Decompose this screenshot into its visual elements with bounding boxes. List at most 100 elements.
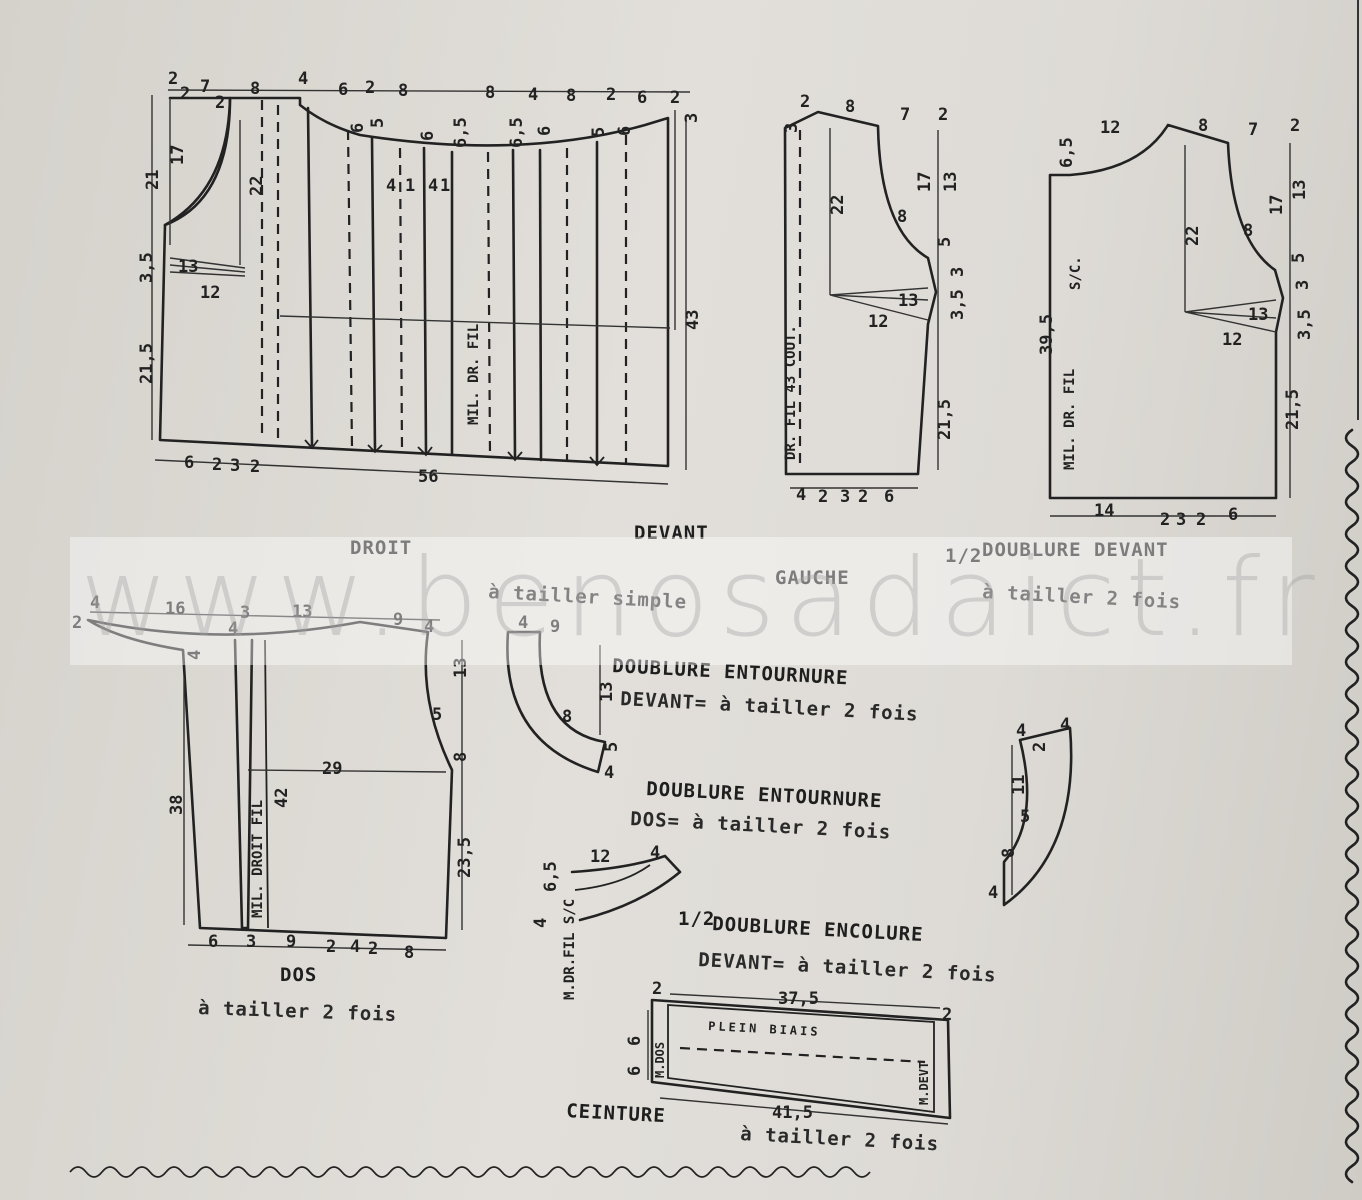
dos-top-dim-3: 16 [165,599,185,619]
cein-dim-4: 6 [625,1036,645,1046]
enc-dim-4: 4 [531,918,551,928]
dd-mid-dim-5: 6,5 [451,117,471,148]
dos-side-dim-4: 8 [451,752,471,762]
dd-top-dim-13: 2 [670,88,680,108]
dg-side-dim-8: 12 [868,312,888,332]
watermark-band [70,537,1292,665]
dd-mid-dim-3: 5 [368,118,388,128]
dd-left-dim-4: 22 [247,176,267,196]
ent-dev-dim-4: 8 [562,707,572,727]
dos-bottom-dim-3: 9 [286,932,296,952]
db-bottom-dim-2: 2 [1160,510,1170,530]
ent-dos-dim-5: 5 [1020,807,1030,827]
ent-dev-dim-1: 4 [518,613,528,633]
doublure-devant-title: DOUBLURE DEVANT [982,539,1169,561]
db-side-dim-9: 3,5 [1295,309,1315,340]
enc-dim-1: 12 [590,847,610,867]
ent-dev-line2: DEVANT= à tailler 2 fois [620,688,919,726]
ent-dos-line1: DOUBLURE ENTOURNURE [646,778,883,812]
ceinture-cut-note: à tailler 2 fois [740,1123,940,1155]
dd-mid-dim-10: 4 [386,176,396,196]
ent-dos-line2: DOS= à tailler 2 fois [630,808,892,844]
db-side-dim-5: 5 [1289,253,1309,263]
db-grain-label: MIL. DR. FIL [1062,369,1078,470]
db-side-dim-2: 8 [1243,221,1253,241]
cein-dim-6: 41,5 [772,1103,813,1123]
dos-top-dim-4: 4 [228,619,238,639]
db-top-dim-4: 2 [1290,116,1300,136]
dd-top-dim-12: 6 [637,88,647,108]
dos-top-dim-5: 3 [240,603,250,623]
dd-left-dim-7: 12 [200,283,220,303]
dd-mid-dim-7: 6 [535,126,555,136]
enc-dim-2: 4 [650,843,660,863]
dd-grain-label: MIL. DR. FIL [466,324,482,425]
dos-side-dim-6: 38 [167,795,187,815]
ent-dos-dim-1: 4 [1016,721,1026,741]
dg-side-dim-5: 5 [935,237,955,247]
dd-top-dim-5: 6 [338,80,348,100]
dos-cut-note: à tailler 2 fois [198,997,398,1026]
ent-dev-dim-2: 9 [550,617,560,637]
dg-top-dim-5: 3 [782,123,802,133]
dg-side-dim-3: 17 [915,172,935,192]
dd-right-dim-1: 3 [682,113,702,123]
cein-dim-3: 2 [942,1005,952,1025]
devant-droit-piece: 2 7 8 4 6 2 8 8 4 8 2 6 2 2 21 17 22 3,5… [137,69,703,487]
ceinture-mdevt-label: M.DEVT [917,1062,931,1105]
dos-top-dim-1: 2 [72,613,82,633]
doublure-devant-piece: 12 8 7 2 6,5 22 8 17 13 5 3 12 13 3,5 39… [1037,116,1315,530]
watermark-text: www.benosadaict.fr [80,536,1325,661]
cein-dim-1: 2 [652,979,662,999]
dd-top-dim-4: 4 [298,69,308,89]
dd-mid-dim-13: 1 [440,176,450,196]
ent-dev-dim-5: 5 [602,742,622,752]
db-side-dim-8: 13 [1248,305,1268,325]
dos-bottom-dim-7: 8 [404,943,414,963]
encolure-piece: 12 4 6,5 4 M.DR.FIL S/C 1/2 DOUBLURE ENC… [531,843,997,1000]
ent-dev-dim-3: 13 [597,682,617,702]
db-side-dim-7: 12 [1222,330,1242,350]
dos-bottom-dim-5: 4 [350,937,360,957]
dos-side-dim-5: 29 [322,759,342,779]
dd-mid-dim-11: 4 [428,176,438,196]
entournure-dos-piece: 4 4 2 11 5 8 4 DOUBLURE ENTOURNURE DOS= … [630,715,1073,907]
enc-grain-label: M.DR.FIL S/C [562,899,578,1000]
dd-left-dim-8: 21,5 [137,343,157,384]
db-side-dim-6: 3 [1293,280,1313,290]
db-sc-label: S/C. [1068,256,1084,290]
dd-left-dim-3: 17 [168,145,188,165]
droit-title: DROIT [350,537,412,559]
dg-bottom-dim-3: 3 [840,487,850,507]
dd-mid-dim-12: 1 [405,176,415,196]
dd-mid-dim-1: 2 [180,84,190,104]
db-top-dim-5: 6,5 [1057,137,1077,168]
db-top-dim-3: 7 [1248,120,1258,140]
dg-top-dim-1: 2 [800,92,810,112]
enc-dim-3: 6,5 [541,861,561,892]
dos-grain-label: MIL. DROIT FIL [250,800,266,918]
cein-dim-5: 6 [625,1066,645,1076]
dg-side-dim-1: 22 [828,195,848,215]
dg-grain-label: DR. FIL 43 COUT. [783,325,799,460]
dos-top-dim-6: 13 [292,602,312,622]
devant-gauche-piece: 2 8 7 2 3 22 8 17 13 5 3 13 12 3,5 21,5 … [782,92,968,507]
db-side-dim-4: 13 [1290,180,1310,200]
dos-top-dim-2: 4 [90,593,100,613]
dos-bottom-dim-4: 2 [326,937,336,957]
ent-dos-dim-4: 11 [1009,775,1029,795]
db-side-dim-11: 21,5 [1283,389,1303,430]
dd-left-dim-2: 21 [143,170,163,190]
dd-mid-dim-4: 6 [418,131,438,141]
dd-bottom-dim-4: 2 [250,457,260,477]
db-bottom-dim-3: 3 [1176,510,1186,530]
ent-dos-dim-6: 8 [999,848,1019,858]
dg-side-dim-2: 8 [897,207,907,227]
enc-line1: DOUBLURE ENCOLURE [712,913,924,946]
dg-side-dim-9: 3,5 [948,289,968,320]
dd-mid-dim-6: 6,5 [507,117,527,148]
dd-top-dim-1: 2 [168,69,178,89]
dd-top-dim-3: 8 [250,79,260,99]
